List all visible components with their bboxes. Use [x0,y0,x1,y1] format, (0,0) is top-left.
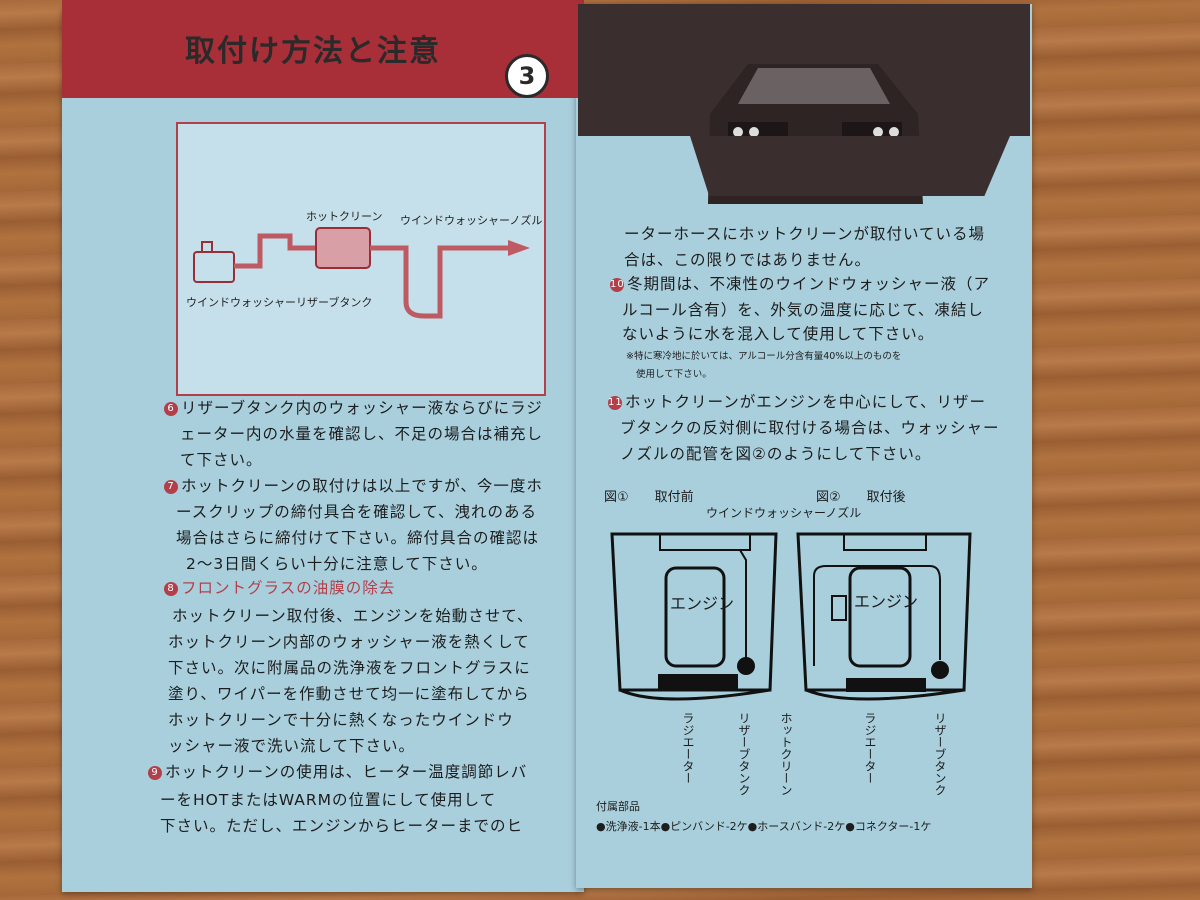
text-line: ースクリップの締付具合を確認して、洩れのある [176,503,537,521]
reserve-tank-label-fig2: リザーブタンク [933,712,947,796]
text-line: 冬期間は、不凍性のウインドウォッシャー液（ア [627,275,991,293]
text-line: ブタンクの反対側に取付ける場合は、ウォッシャー [620,419,1000,437]
engine-label-fig1: エンジン [670,594,735,613]
item-number: 6 [164,402,178,416]
page-title: 取付け方法と注意 [185,34,441,69]
engine-bay-diagrams [610,532,972,701]
text-line: ホットクリーン取付後、エンジンを始動させて、 [172,607,534,625]
text-line: て下さい。 [180,451,263,469]
text-line: ホットクリーンの使用は、ヒーター温度調節レバ [165,763,528,781]
text-line: ーをHOTまたはWARMの位置にして使用して [160,791,497,809]
label-reserve-tank: ウインドウォッシャーリザーブタンク [186,296,373,309]
note-line: 使用して下さい。 [636,369,712,380]
hotclean-label-fig2: ホットクリーン [779,712,793,796]
text-line: 2～3日間くらい十分に注意して下さい。 [186,555,488,573]
label-hotclean: ホットクリーン [306,210,383,223]
engine-label-fig2: エンジン [854,592,919,611]
text-line: 塗り、ワイパーを作動させて均一に塗布してから [168,685,530,703]
hose-line-2 [370,245,508,319]
radiator-label-fig2: ラジエーター [863,712,877,784]
item-number: 10 [610,278,625,292]
item-number: 11 [608,396,623,410]
text-line: ッシャー液で洗い流して下さい。 [168,737,416,755]
text-line: 場合はさらに締付けて下さい。締付具合の確認は [176,529,540,547]
text-line: 下さい。次に附属品の洗浄液をフロントグラスに [168,659,531,677]
figure-2-title: 図② 取付後 [816,490,906,505]
text-line: ホットクリーン内部のウォッシャー液を熱くして [168,633,530,651]
nozzle-shape [508,240,530,256]
text-line: ホットクリーンの取付けは以上ですが、今一度ホ [181,477,543,495]
item-number: 7 [164,480,178,494]
accessories-title: 付属部品 [596,800,640,813]
reserve-tank-label-fig1: リザーブタンク [737,712,751,796]
accessories-list: ●洗浄液-1本●ピンバンド-2ケ●ホースバンド-2ケ●コネクター-1ケ [596,820,932,833]
figure-1-title: 図① 取付前 [604,490,694,505]
text-line: ホットクリーンがエンジンを中心にして、リザー [625,393,986,411]
note-line: ※特に寒冷地に於いては、アルコール分含有量40%以上のものを [626,351,902,362]
item-number: 9 [148,766,162,780]
text-line: ェーター内の水量を確認し、不足の場合は補充し [180,425,544,443]
installation-diagram-drawing [193,227,530,319]
hose-line [234,233,316,269]
text-line: 下さい。ただし、エンジンからヒーターまでのヒ [160,817,524,835]
item-heading: フロントグラスの油膜の除去 [181,579,396,597]
text-line: ーターホースにホットクリーンが取付いている場 [624,225,985,243]
text-line: ノズルの配管を図②のようにして下さい。 [620,445,932,463]
radiator-label-fig1: ラジエーター [681,712,695,784]
item-number: 8 [164,582,178,596]
text-line: 合は、この限りではありません。 [624,251,872,269]
car-photo-header [578,4,1030,204]
label-nozzle: ウインドウォッシャーノズル [400,214,543,227]
text-line: ホットクリーンで十分に熱くなったウインドウ [168,711,514,729]
reserve-tank-shape [193,251,235,283]
text-line: リザーブタンク内のウォッシャー液ならびにラジ [181,399,543,417]
text-line: ルコール含有）を、外気の温度に応じて、凍結し [622,301,984,319]
hotclean-unit-shape [315,227,371,269]
section-number-badge: 3 [505,54,549,98]
text-line: ないように水を混入して使用して下さい。 [622,325,935,343]
nozzle-label: ウインドウォッシャーノズル [706,506,862,520]
car-lower-body [690,136,1010,196]
title-banner [62,0,584,98]
installation-diagram: ホットクリーン ウインドウォッシャーノズル ウインドウォッシャーリザーブタンク [176,122,546,396]
